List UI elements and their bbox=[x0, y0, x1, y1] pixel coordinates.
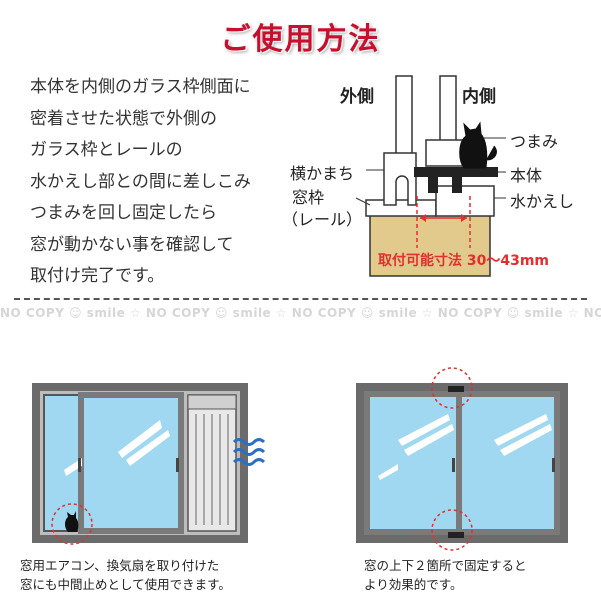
instruction-line: 取付け完了です。 bbox=[30, 266, 165, 286]
glass-reflection bbox=[64, 458, 82, 476]
airflow-wave-icon bbox=[232, 448, 266, 456]
bottom-stopper bbox=[448, 532, 464, 538]
cat-stopper-icon bbox=[65, 511, 79, 532]
caption-right: 窓の上下２箇所で固定すると より効果的です。 bbox=[364, 556, 527, 594]
instruction-line: 本体を内側のガラス枠側面に bbox=[30, 77, 251, 97]
range-label: 取付可能寸法 30〜43mm bbox=[378, 253, 550, 269]
drip-label: 水かえし bbox=[510, 192, 575, 211]
caption-line: 窓にも中間止めとして使用できます。 bbox=[20, 577, 231, 592]
highlight-circle bbox=[431, 367, 473, 409]
sash-handle bbox=[176, 458, 179, 472]
caption-line: 窓用エアコン、換気扇を取り付けた bbox=[20, 558, 220, 573]
glass-reflection bbox=[494, 414, 548, 446]
device-clamp bbox=[428, 177, 438, 193]
page-title: ご使用方法 bbox=[220, 22, 381, 57]
instruction-line: 窓が動かない事を確認して bbox=[30, 234, 234, 255]
device-clamp bbox=[452, 177, 462, 193]
outside-label: 外側 bbox=[340, 87, 374, 107]
rail-label: （レール） bbox=[282, 210, 363, 229]
instruction-line: 水かえし部との間に差しこみ bbox=[30, 171, 251, 192]
sash-crossbar bbox=[383, 152, 417, 206]
range-arrowhead bbox=[461, 214, 467, 222]
range-arrowhead bbox=[420, 214, 426, 222]
device-body bbox=[414, 167, 498, 177]
airflow-wave-icon bbox=[232, 438, 266, 446]
sash-handle bbox=[78, 458, 81, 472]
sash-handle bbox=[452, 458, 455, 472]
caption-line: より効果的です。 bbox=[364, 577, 463, 592]
top-stopper bbox=[448, 386, 464, 392]
leader-line bbox=[355, 197, 371, 206]
crossbar-label: 横かまち bbox=[290, 164, 355, 183]
highlight-circle bbox=[431, 509, 473, 551]
cat-knob bbox=[459, 121, 497, 169]
inside-label: 内側 bbox=[462, 87, 496, 107]
drip-edge-block bbox=[435, 185, 495, 217]
instruction-line: ガラス枠とレールの bbox=[30, 140, 183, 160]
body-label: 本体 bbox=[510, 166, 543, 185]
caption-line: 窓の上下２箇所で固定すると bbox=[364, 558, 527, 573]
cross-section-diagram bbox=[355, 75, 506, 277]
glass-pane bbox=[462, 397, 554, 529]
instructions: 本体を内側のガラス枠側面に 密着させた状態で外側の ガラス枠とレールの 水かえし… bbox=[30, 72, 285, 293]
watermark: NO COPY ☺ smile ☆ NO COPY ☺ smile ☆ NO C… bbox=[0, 306, 601, 320]
highlight-circle bbox=[51, 503, 93, 545]
sash-frame-label: 窓枠 bbox=[292, 188, 325, 207]
caption-left: 窓用エアコン、換気扇を取り付けた 窓にも中間止めとして使用できます。 bbox=[20, 556, 231, 594]
airflow-wave-icon bbox=[232, 458, 266, 466]
aircon-top bbox=[187, 394, 237, 410]
sash-handle bbox=[552, 458, 555, 472]
instruction-line: つまみを回し固定したら bbox=[30, 203, 217, 223]
glass-reflection bbox=[378, 464, 398, 480]
glass-reflection bbox=[126, 430, 170, 466]
glass-reflection bbox=[118, 420, 162, 458]
glass-reflection bbox=[398, 414, 450, 446]
knob-label: つまみ bbox=[510, 132, 559, 151]
instruction-line: 密着させた状態で外側の bbox=[30, 108, 217, 129]
glass-reflection bbox=[404, 424, 454, 456]
glass-reflection bbox=[500, 424, 552, 456]
section-divider bbox=[14, 298, 587, 300]
